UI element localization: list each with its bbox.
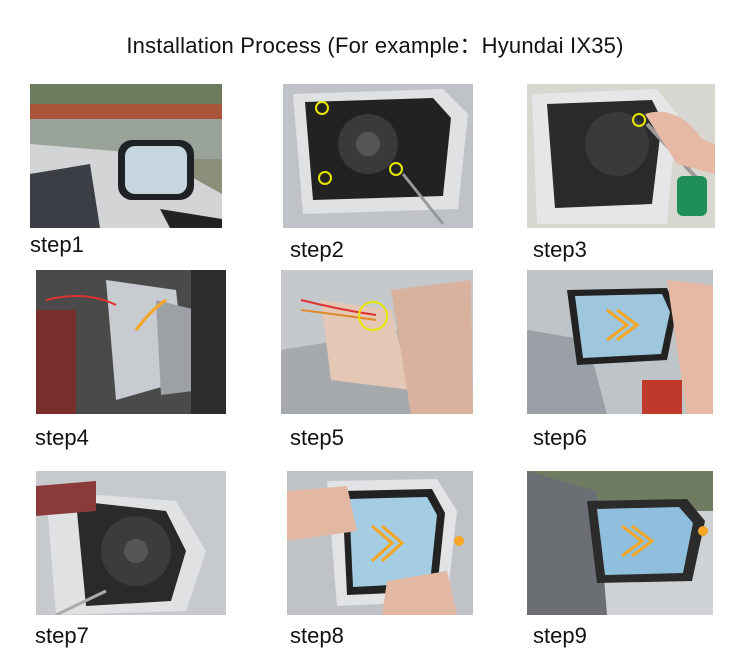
step5-label: step5 [290, 425, 344, 450]
step2-label: step2 [290, 237, 344, 262]
step2-photo [283, 84, 473, 228]
step8-label: step8 [290, 623, 344, 648]
step4-photo [36, 270, 226, 414]
step5-photo [281, 270, 473, 414]
page-title: Installation Process (For example：Hyunda… [126, 33, 624, 58]
step3-photo [527, 84, 715, 228]
step4-label: step4 [35, 425, 89, 450]
step1-label: step1 [30, 232, 84, 257]
step9-photo [527, 471, 713, 615]
step6-photo [527, 270, 713, 414]
step1-photo [30, 84, 222, 228]
step8-photo [287, 471, 473, 615]
step7-label: step7 [35, 623, 89, 648]
step9-label: step9 [533, 623, 587, 648]
step7-photo [36, 471, 226, 615]
step6-label: step6 [533, 425, 587, 450]
step3-label: step3 [533, 237, 587, 262]
